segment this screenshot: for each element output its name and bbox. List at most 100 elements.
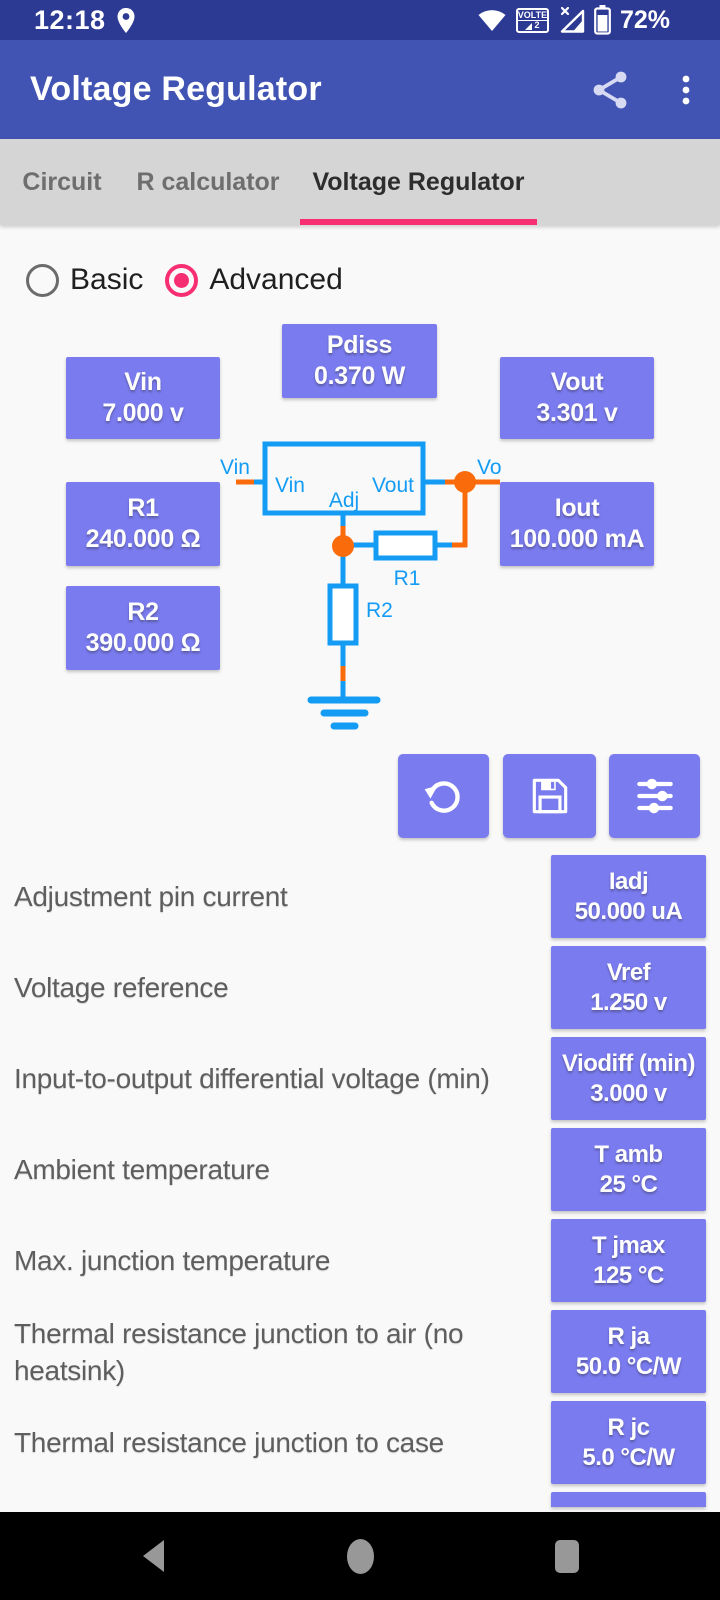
parameter-value: 50.0 °C/W [575, 1352, 682, 1380]
parameter-name: R ja [607, 1322, 650, 1350]
status-right: VOLTE 2 72% [477, 0, 690, 40]
parameter-value-box-tjmax[interactable]: T jmax 125 °C [551, 1219, 706, 1302]
parameter-row: Input-to-output differential voltage (mi… [14, 1037, 706, 1120]
resistor-label-r1: R1 [394, 567, 421, 590]
pin-label-adj: Adj [329, 489, 359, 512]
value-box-title: Iout [554, 494, 600, 522]
tab-bar: Circuit R calculator Voltage Regulator [0, 139, 720, 225]
value-box-title: R1 [127, 494, 159, 522]
value-box-title: R2 [127, 598, 159, 626]
tab-r-calculator[interactable]: R calculator [136, 167, 280, 196]
location-icon [117, 7, 135, 33]
back-button[interactable] [112, 1512, 192, 1600]
value-box-pdiss[interactable]: Pdiss 0.370 W [282, 324, 437, 398]
value-box-value: 390.000 Ω [85, 629, 201, 657]
reset-button[interactable] [398, 754, 489, 838]
volte-sub: 2 [534, 19, 540, 30]
mode-selector: Basic Advanced [26, 259, 343, 301]
battery-percent: 72% [619, 5, 670, 34]
value-box-value: 0.370 W [313, 362, 405, 390]
volte-signal-triangle [525, 22, 533, 30]
navigation-bar [0, 1512, 720, 1600]
parameter-value-box-iadj[interactable]: Iadj 50.000 uA [551, 855, 706, 938]
parameter-name: Iadj [608, 867, 649, 895]
parameter-row: Max. junction temperature T jmax 125 °C [14, 1219, 706, 1302]
value-box-title: Pdiss [326, 331, 393, 359]
status-bar: 12:18 VOLTE 2 72% [0, 0, 720, 40]
clock: 12:18 [34, 4, 106, 35]
tab-circuit[interactable]: Circuit [22, 167, 102, 196]
no-signal-icon [560, 6, 585, 33]
wifi-icon [478, 10, 506, 31]
parameter-value-box-viodiff[interactable]: Viodiff (min) 3.000 v [551, 1037, 706, 1120]
parameter-value: 1.250 v [590, 988, 667, 1016]
resistor-r1-symbol [373, 530, 438, 561]
value-box-r1[interactable]: R1 240.000 Ω [66, 482, 220, 566]
pin-label-vin: Vin [275, 474, 305, 497]
battery-icon [594, 5, 611, 35]
share-icon [593, 71, 627, 108]
parameter-label: Adjustment pin current [14, 881, 288, 912]
parameter-name: Viodiff (min) [561, 1049, 696, 1077]
circuit-diagram: Vin Vo Vin Vout Adj R1 R2 [220, 441, 502, 730]
radio-advanced[interactable] [165, 263, 199, 297]
parameter-label: Max. junction temperature [14, 1245, 331, 1276]
ground-icon [307, 696, 381, 730]
parameter-value: 5.0 °C/W [582, 1443, 675, 1471]
value-box-vout[interactable]: Vout 3.301 v [500, 357, 654, 439]
home-icon [346, 1538, 374, 1574]
net-label-vo: Vo [477, 456, 502, 479]
value-box-title: Vout [550, 368, 604, 396]
radio-dot [174, 272, 190, 288]
value-box-value: 240.000 Ω [85, 525, 201, 553]
parameter-label: Thermal resistance junction to air (no h… [14, 1317, 464, 1386]
value-box-value: 3.301 v [536, 399, 618, 427]
home-button[interactable] [320, 1512, 400, 1600]
value-box-vin[interactable]: Vin 7.000 v [66, 357, 220, 439]
value-box-value: 7.000 v [102, 399, 184, 427]
parameter-value-box-vref[interactable]: Vref 1.250 v [551, 946, 706, 1029]
radio-basic[interactable] [26, 263, 59, 297]
parameter-name: R jc [607, 1413, 650, 1441]
app-bar-actions [584, 63, 696, 117]
parameter-name: Vref [606, 958, 651, 986]
overflow-menu-icon [682, 75, 690, 104]
volte-sub-row: 2 [517, 19, 547, 30]
parameter-value-box-rjc[interactable]: R jc 5.0 °C/W [551, 1401, 706, 1484]
reset-icon [424, 781, 460, 813]
parameter-value-box-partial[interactable] [551, 1492, 706, 1507]
recents-icon [555, 1539, 579, 1573]
app-bar: Voltage Regulator [0, 40, 720, 139]
status-left: 12:18 [34, 0, 136, 40]
parameter-label: Ambient temperature [14, 1154, 270, 1185]
settings-button[interactable] [609, 754, 700, 838]
radio-advanced-label[interactable]: Advanced [209, 263, 343, 296]
save-button[interactable] [503, 754, 596, 838]
tab-voltage-regulator[interactable]: Voltage Regulator [300, 139, 537, 225]
value-box-title: Vin [124, 368, 162, 396]
adj-junction-dot [332, 535, 354, 557]
regulator-body [262, 441, 426, 516]
share-button[interactable] [584, 63, 638, 117]
resistor-label-r2: R2 [366, 599, 393, 622]
net-label-vin: Vin [220, 456, 250, 479]
overflow-menu-button[interactable] [676, 63, 696, 117]
parameter-value: 3.000 v [590, 1079, 667, 1107]
radio-basic-label[interactable]: Basic [70, 263, 144, 296]
parameter-value-box-tamb[interactable]: T amb 25 °C [551, 1128, 706, 1211]
parameter-row: Adjustment pin current Iadj 50.000 uA [14, 855, 706, 938]
volte-label: VOLTE [517, 9, 548, 20]
resistor-r2-symbol [327, 583, 359, 646]
value-box-r2[interactable]: R2 390.000 Ω [66, 586, 220, 670]
parameter-row: Ambient temperature T amb 25 °C [14, 1128, 706, 1211]
recents-button[interactable] [527, 1512, 607, 1600]
parameter-value-box-rja[interactable]: R ja 50.0 °C/W [551, 1310, 706, 1393]
output-junction-dot [454, 471, 476, 493]
parameter-value: 25 °C [599, 1170, 658, 1198]
volte-icon: VOLTE 2 [515, 7, 549, 33]
parameter-row: Voltage reference Vref 1.250 v [14, 946, 706, 1029]
parameter-value: 125 °C [593, 1261, 664, 1289]
value-box-iout[interactable]: Iout 100.000 mA [500, 482, 654, 566]
sliders-icon [636, 778, 673, 814]
parameter-row: Thermal resistance junction to air (no h… [14, 1310, 706, 1393]
